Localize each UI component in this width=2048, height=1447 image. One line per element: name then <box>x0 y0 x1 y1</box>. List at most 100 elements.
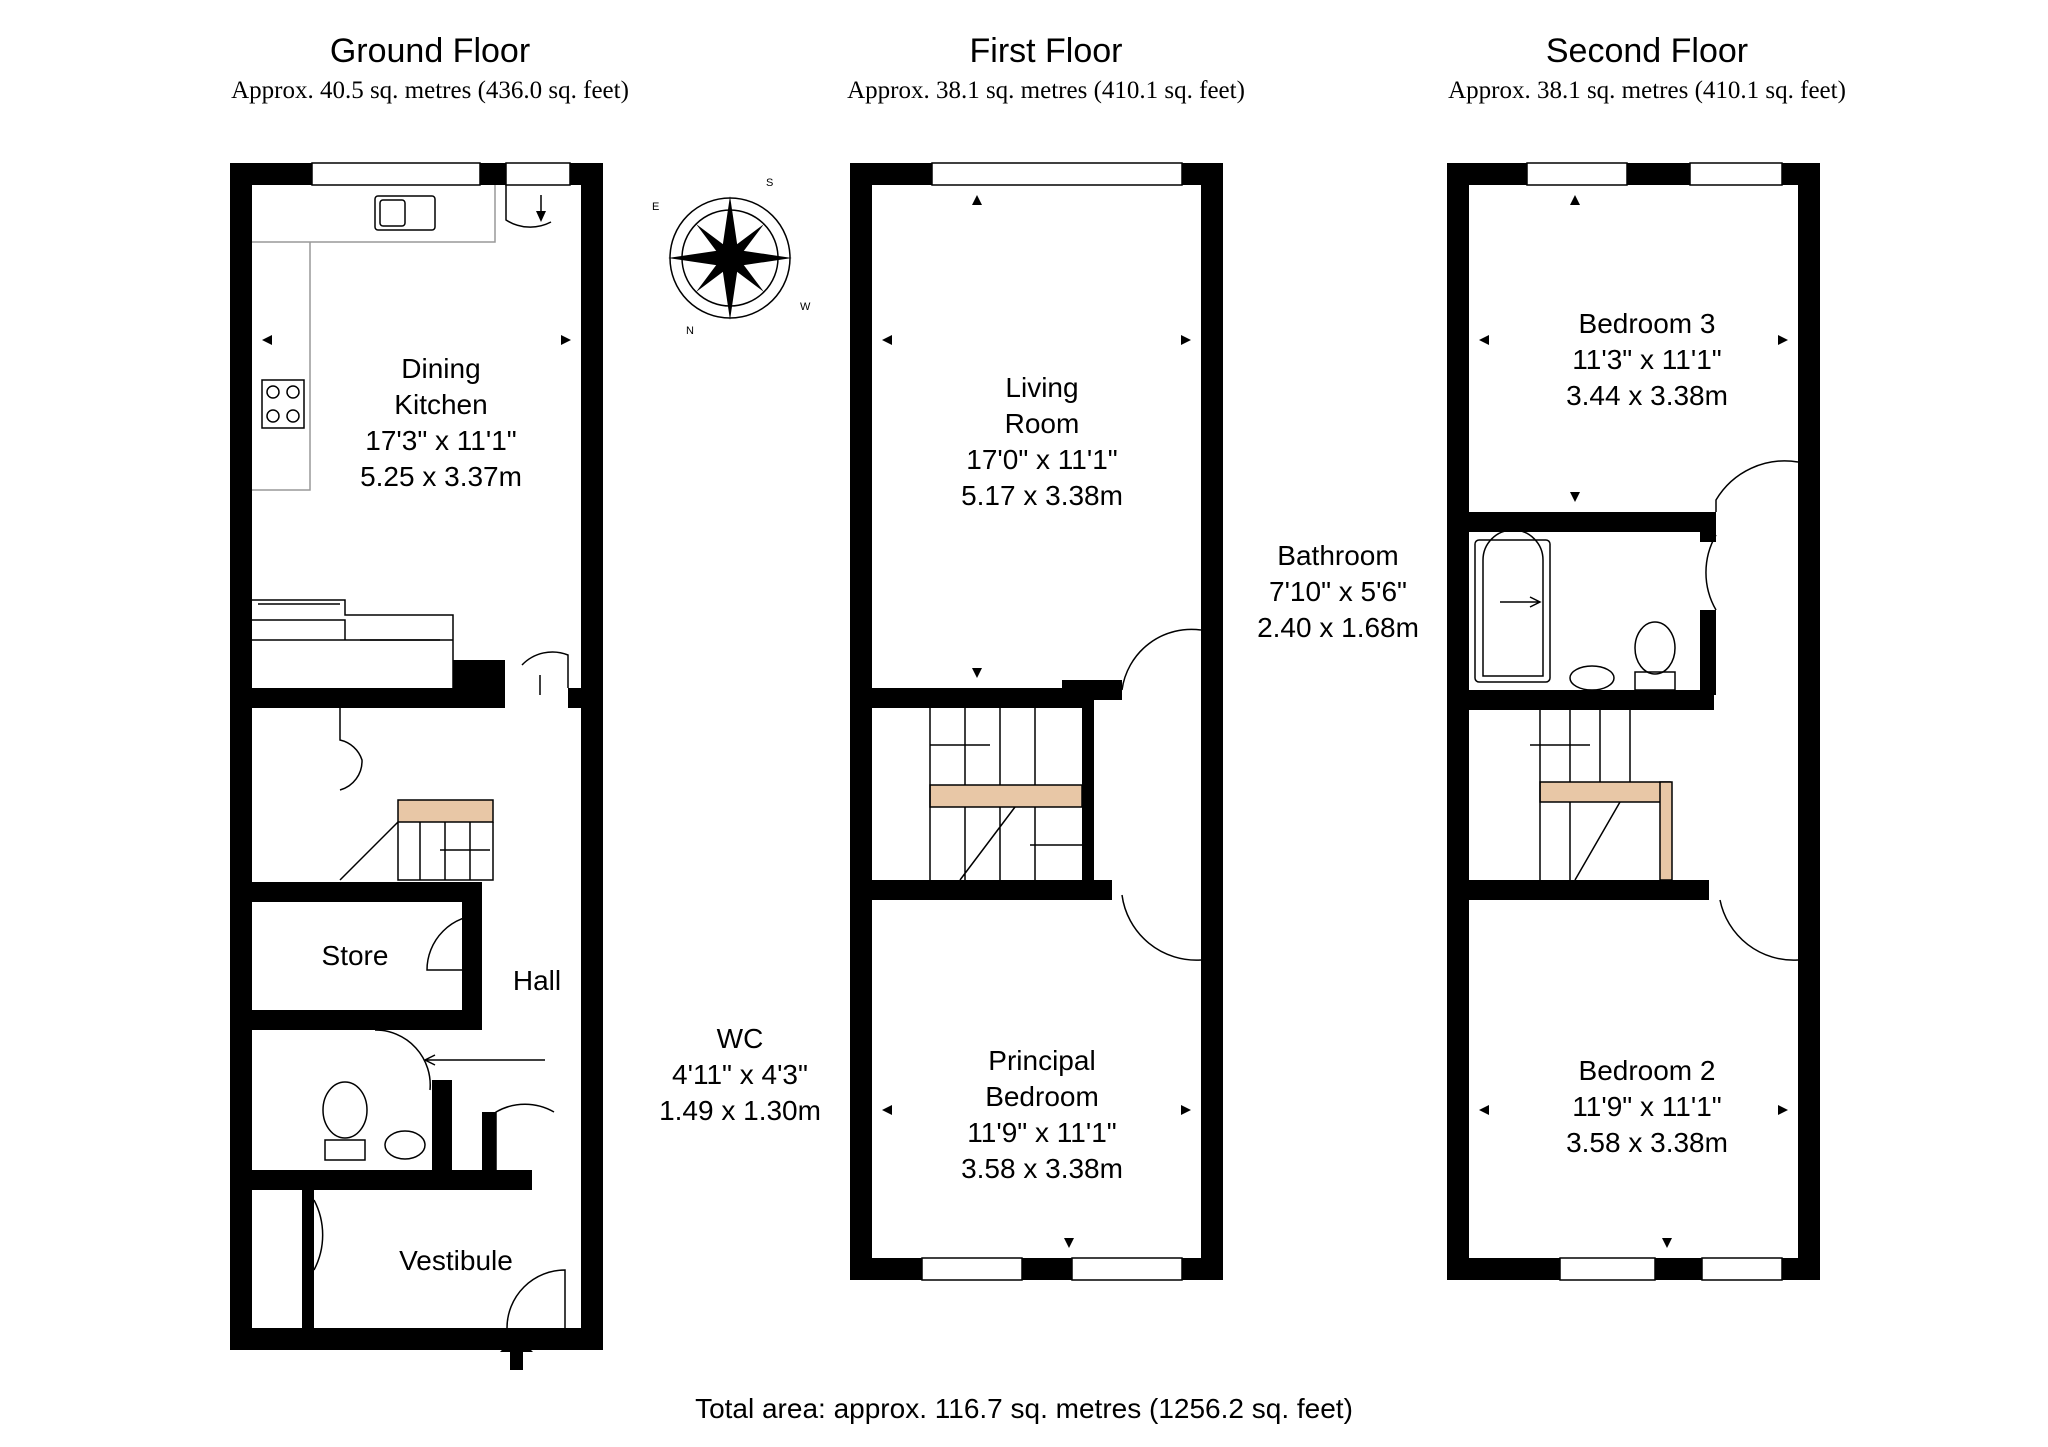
room-labels: Dining Kitchen 17'3" x 11'1" 5.25 x 3.37… <box>322 308 1728 1276</box>
gf-hob-ring <box>266 409 280 423</box>
bedroom2-metric: 3.58 x 3.38m <box>1566 1127 1728 1158</box>
ff-living-window <box>931 162 1183 186</box>
dining-kitchen-name-1: Dining <box>401 353 480 384</box>
sf-stair-landing <box>1539 781 1671 803</box>
gf-wc-cistern <box>324 1139 366 1161</box>
sf-bedroom3-door <box>1715 460 1799 512</box>
gf-store-door <box>426 914 483 971</box>
gf-wc-door <box>374 1029 431 1091</box>
bedroom3-metric: 3.44 x 3.38m <box>1566 380 1728 411</box>
bedroom2-name: Bedroom 2 <box>1579 1055 1716 1086</box>
gf-vestibule-wall <box>302 1190 314 1330</box>
dim-marker <box>882 1105 892 1115</box>
sf-stair-treads <box>1539 710 1631 881</box>
gf-vestibule-inner-door <box>313 1199 324 1271</box>
first-floor-area: Approx. 38.1 sq. metres (410.1 sq. feet) <box>847 77 1245 104</box>
dim-marker <box>1479 1105 1489 1115</box>
bedroom3-name: Bedroom 3 <box>1579 308 1716 339</box>
gf-hob-ring <box>286 385 300 399</box>
second-floor-title: Second Floor <box>1546 32 1748 70</box>
bathroom-metric: 2.40 x 1.68m <box>1257 612 1419 643</box>
gf-hall-door-wall <box>482 1112 496 1172</box>
gf-back-door-arrowhead <box>536 211 546 222</box>
gf-kitchen-hall-wall-right <box>568 688 581 708</box>
ff-stair-landing <box>929 784 1083 808</box>
gf-front-door <box>506 1269 566 1329</box>
gf-hob-ring <box>266 385 280 399</box>
dim-marker <box>1064 1238 1074 1248</box>
dim-marker <box>882 335 892 345</box>
bedroom3-imperial: 11'3" x 11'1" <box>1572 344 1721 375</box>
ff-stairs <box>929 708 1090 881</box>
first-floor-plan <box>850 162 1223 1281</box>
gf-kitchen-counter <box>252 185 496 491</box>
sf-bedroom2-window-2 <box>1701 1257 1783 1281</box>
gf-wc-wall-bottom <box>252 1170 532 1190</box>
sf-wall-right <box>1798 163 1820 1280</box>
total-area: Total area: approx. 116.7 sq. metres (12… <box>695 1393 1353 1424</box>
dim-marker <box>1181 1105 1191 1115</box>
dining-kitchen-imperial: 17'3" x 11'1" <box>365 425 516 456</box>
dining-kitchen-metric: 5.25 x 3.37m <box>360 461 522 492</box>
floor-headings: Ground Floor Approx. 40.5 sq. metres (43… <box>231 32 1846 104</box>
bedroom2-imperial: 11'9" x 11'1" <box>1572 1091 1721 1122</box>
gf-store-wall-top <box>252 882 482 902</box>
gf-cupboard-door <box>339 708 363 791</box>
bathroom-imperial: 7'10" x 5'6" <box>1269 576 1407 607</box>
dim-marker <box>972 668 982 678</box>
compass-letter-w: W <box>800 301 811 313</box>
sf-bathroom-wall-top <box>1469 512 1709 532</box>
dim-marker <box>561 335 571 345</box>
ff-bedroom-window-1 <box>921 1257 1023 1281</box>
bathroom-name: Bathroom <box>1277 540 1398 571</box>
compass-letter-e: E <box>652 201 659 213</box>
ff-landing-wall-top-right <box>1062 680 1122 700</box>
gf-wall-right <box>581 163 603 1350</box>
dimension-markers <box>262 195 1788 1248</box>
sf-bathroom-door <box>1705 534 1717 611</box>
sf-landing-wall-bottom <box>1469 880 1709 900</box>
dim-marker <box>1181 335 1191 345</box>
gf-back-door-gap <box>505 162 571 186</box>
compass-star-diagonal <box>696 224 764 292</box>
gf-stair-treads <box>339 821 494 881</box>
dim-marker <box>262 335 272 345</box>
sf-bathroom-wall-right-lower <box>1700 610 1716 695</box>
ff-landing-wall-top <box>872 688 1082 708</box>
gf-kitchen-hall-wall <box>252 688 505 708</box>
ff-stair-treads <box>929 708 1036 881</box>
ff-wall-right <box>1201 163 1223 1280</box>
dining-kitchen-name-2: Kitchen <box>394 389 487 420</box>
vestibule-name: Vestibule <box>399 1245 513 1276</box>
sf-bedroom2-door <box>1719 899 1799 961</box>
ff-bedroom-window-2 <box>1071 1257 1183 1281</box>
dim-marker <box>1479 335 1489 345</box>
dim-marker <box>1570 195 1580 205</box>
gf-stairs <box>339 799 494 881</box>
ff-bedroom-door <box>1121 894 1202 961</box>
gf-kitchen-window <box>311 162 481 186</box>
dim-marker <box>1778 1105 1788 1115</box>
compass-rose: E S W N <box>652 177 811 337</box>
sf-stair-side <box>1659 781 1673 881</box>
ground-floor-plan <box>230 162 603 1370</box>
sf-basin <box>1569 665 1615 691</box>
gf-wc-toilet <box>322 1081 368 1139</box>
bathroom-pointer <box>1500 596 1542 608</box>
gf-store-wall-right <box>462 882 482 1022</box>
living-room-imperial: 17'0" x 11'1" <box>966 444 1117 475</box>
principal-bedroom-imperial: 11'9" x 11'1" <box>967 1117 1116 1148</box>
ff-landing-wall-bottom <box>872 880 1112 900</box>
living-room-name-2: Room <box>1005 408 1080 439</box>
second-floor-plan <box>1447 162 1820 1281</box>
ff-stair-wall <box>1082 700 1094 895</box>
store-name: Store <box>322 940 389 971</box>
hall-name: Hall <box>513 965 561 996</box>
sf-bedroom3-window-1 <box>1526 162 1628 186</box>
principal-bedroom-name-1: Principal <box>988 1045 1095 1076</box>
ground-floor-area: Approx. 40.5 sq. metres (436.0 sq. feet) <box>231 77 629 104</box>
living-room-name-1: Living <box>1005 372 1078 403</box>
second-floor-area: Approx. 38.1 sq. metres (410.1 sq. feet) <box>1448 77 1846 104</box>
sf-wall-left <box>1447 163 1469 1280</box>
